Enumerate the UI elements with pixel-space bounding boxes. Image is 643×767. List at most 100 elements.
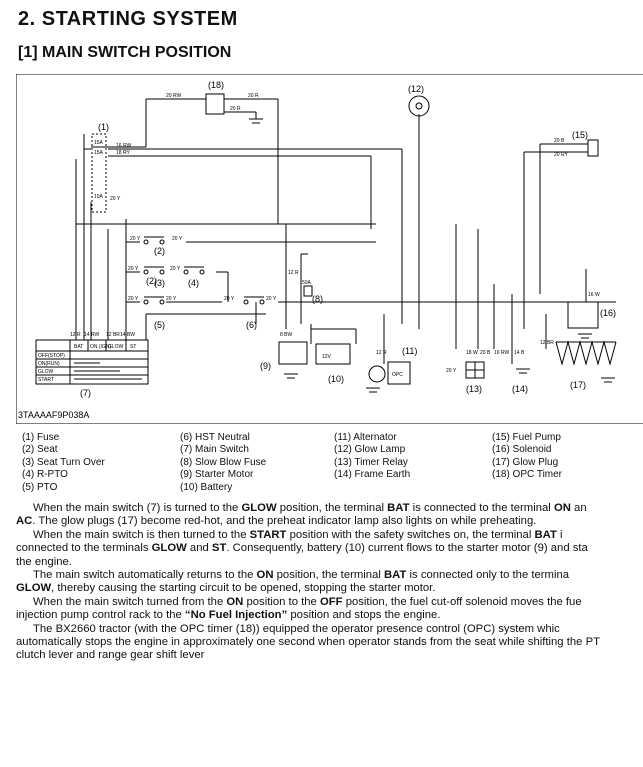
wire-label: 20 Y <box>128 266 139 272</box>
paragraph-1-cont: AC. The glow plugs (17) become red-hot, … <box>16 515 537 528</box>
wire-label: 20 Y <box>130 236 141 242</box>
paragraph-1: When the main switch (7) is turned to th… <box>33 502 587 514</box>
legend-item: (11) Alternator <box>334 432 397 443</box>
legend-col-3: (11) Alternator (12) Glow Lamp (13) Time… <box>334 432 410 482</box>
legend-col-1: (1) Fuse (2) Seat (3) Seat Turn Over (4)… <box>22 432 105 494</box>
wire-label: 12 R <box>376 350 387 356</box>
wire-label: 20 Y <box>172 236 183 242</box>
callout-seat: (2) <box>146 276 157 286</box>
wire-label: 20 B <box>480 350 491 356</box>
legend-col-4: (15) Fuel Pump (16) Solenoid (17) Glow P… <box>492 432 562 482</box>
wire-label: 20 R <box>248 93 259 99</box>
callout-2: (2) <box>154 246 165 256</box>
callout-13: (13) <box>466 384 482 394</box>
legend-item: (18) OPC Timer <box>492 469 563 481</box>
callout-16: (16) <box>600 308 616 318</box>
paragraph-3: The main switch automatically returns to… <box>33 569 570 582</box>
paragraph-4-cont: injection pump control rack to the “No F… <box>16 609 441 622</box>
callout-5: (5) <box>154 320 165 330</box>
paragraph-2-cont: connected to the terminals GLOW and ST. … <box>16 542 588 555</box>
legend-item: (4) R-PTO <box>22 469 68 481</box>
paragraph-4: When the main switch turned from the ON … <box>33 595 582 608</box>
wire-label: 20 Y <box>128 296 139 302</box>
wire-label: 18 W <box>466 350 478 356</box>
fuse-rating: 50A <box>302 280 312 286</box>
wire-label: 20 R <box>230 106 241 112</box>
subsection-title: [1] MAIN SWITCH POSITION <box>18 44 232 61</box>
wire-label: 16 W <box>588 292 600 298</box>
callout-8: (8) <box>312 294 323 304</box>
wire-label: 20 Y <box>166 296 177 302</box>
wire-label: 12 R <box>70 332 81 338</box>
wire-label: 16 RW <box>116 143 131 149</box>
paragraph-5: The BX2660 tractor (with the OPC timer (… <box>33 622 560 635</box>
fuse-rating: 10A <box>94 194 104 200</box>
legend-item: (7) Main Switch <box>180 444 249 456</box>
wire-label: 18 RY <box>116 150 130 156</box>
callout-17: (17) <box>570 380 586 390</box>
wire-label: 12 R <box>288 270 299 276</box>
legend-item: (6) HST Neutral <box>180 432 250 443</box>
paragraph-3-cont: GLOW, thereby causing the starting circu… <box>16 582 436 595</box>
legend-item: (9) Starter Motor <box>180 469 254 481</box>
legend-item: (16) Solenoid <box>492 444 552 456</box>
wire-label: 20 Y <box>110 196 121 202</box>
callout-9: (9) <box>260 361 271 371</box>
wire-label: 20 B <box>554 138 565 144</box>
legend-item: (1) Fuse <box>22 432 60 443</box>
legend-item: (8) Slow Blow Fuse <box>180 456 267 468</box>
callout-14: (14) <box>512 384 528 394</box>
wire-label: 16 RW <box>494 350 509 356</box>
wire-label: 14 RW <box>84 332 99 338</box>
wire-label: 8 BW <box>280 332 293 338</box>
wiring-diagram: (1) (2) (2) (3) (4) (5) (6) (7) (8) (9) … <box>16 74 643 424</box>
callout-7: (7) <box>80 388 91 398</box>
legend-item: (2) Seat <box>22 444 58 456</box>
fuse-rating: 15A <box>94 150 104 156</box>
switch-header-on: ON (IGN) <box>90 344 111 350</box>
wire-label: 20 RW <box>166 93 181 99</box>
battery-voltage: 12V <box>322 354 332 360</box>
legend-item: (5) PTO <box>22 481 58 493</box>
legend-item: (10) Battery <box>180 481 233 493</box>
legend-item: (13) Timer Relay <box>334 456 408 468</box>
wire-label: 12 BR <box>540 340 554 346</box>
callout-fuse: (1) <box>98 122 109 132</box>
callout-18: (18) <box>208 80 224 90</box>
opc-label: OPC <box>392 372 403 378</box>
section-title: 2. STARTING SYSTEM <box>18 8 238 30</box>
legend-col-2: (6) HST Neutral (7) Main Switch (8) Slow… <box>180 432 266 494</box>
wire-label: 20 Y <box>266 296 277 302</box>
paragraph-5-end: clutch lever and range gear shift lever <box>16 649 205 662</box>
paragraph-2-end: the engine. <box>16 555 72 568</box>
wire-label: 14 BW <box>120 332 135 338</box>
callout-4: (4) <box>188 278 199 288</box>
paragraph-5-cont: automatically stops the engine in approx… <box>16 636 601 649</box>
switch-row-off: OFF(STOP) <box>38 353 65 359</box>
callout-12: (12) <box>408 84 424 94</box>
description-text: When the main switch (7) is turned to th… <box>16 502 643 663</box>
figure-id: 3TAAAAF9P038A <box>18 410 89 420</box>
switch-row-start: START <box>38 377 54 383</box>
legend-item: (3) Seat Turn Over <box>22 456 105 468</box>
callout-3: (3) <box>154 278 165 288</box>
paragraph-2: When the main switch is then turned to t… <box>33 528 563 541</box>
legend-item: (12) Glow Lamp <box>334 444 406 456</box>
callout-15: (15) <box>572 130 588 140</box>
legend-item: (14) Frame Earth <box>334 469 411 481</box>
switch-header-bat: BAT <box>74 344 83 350</box>
wire-label: 20 RY <box>554 152 568 158</box>
callout-6: (6) <box>246 320 257 330</box>
fuse-rating: 15A <box>94 140 104 146</box>
legend-item: (15) Fuel Pump <box>492 432 561 443</box>
wire-label: 12 BR <box>106 332 120 338</box>
callout-11: (11) <box>402 346 417 356</box>
switch-row-glow: GLOW <box>38 369 54 375</box>
wire-label: 20 Y <box>446 368 457 374</box>
switch-header-glow: GLOW <box>108 344 124 350</box>
switch-header-st: ST <box>130 344 136 350</box>
wire-label: 14 B <box>514 350 525 356</box>
switch-row-on: ON(RUN) <box>38 361 60 367</box>
legend-item: (17) Glow Plug <box>492 456 559 468</box>
callout-10: (10) <box>328 374 344 384</box>
